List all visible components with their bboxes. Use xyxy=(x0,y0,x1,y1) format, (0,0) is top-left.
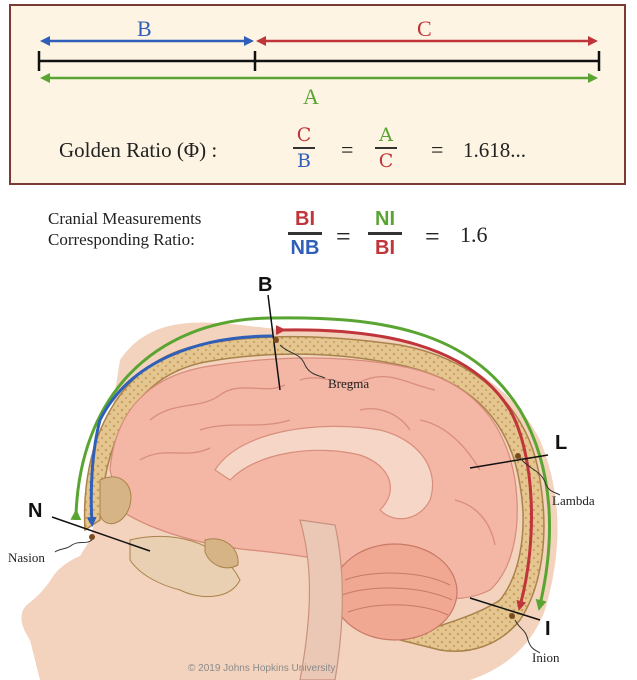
bregma-point xyxy=(273,337,279,343)
label-nasion: Nasion xyxy=(8,550,45,565)
equals-sign-2: = xyxy=(431,137,444,162)
cranial-equals-1: = xyxy=(336,222,351,251)
frac1-denominator: B xyxy=(297,150,311,172)
nasion-leader xyxy=(54,539,93,553)
frac2-bar xyxy=(375,147,397,149)
blue-arc xyxy=(86,334,274,527)
cr-frac1-denominator: NB xyxy=(290,237,320,259)
fraction-a-over-c: A C xyxy=(375,124,397,172)
lambda-point xyxy=(515,453,521,459)
cr-frac2-denominator: BI xyxy=(375,237,395,259)
cr-frac1-bar xyxy=(288,232,322,235)
inion-point xyxy=(509,613,515,619)
golden-ratio-value: 1.618... xyxy=(463,138,526,162)
fraction-ni-over-bi: NI BI xyxy=(368,207,402,260)
nasion-point xyxy=(89,534,95,540)
cranial-equals-2: = xyxy=(425,222,440,251)
segment-diagram xyxy=(37,36,601,83)
frac2-numerator: A xyxy=(379,124,393,146)
n-pointer-line xyxy=(51,516,151,552)
label-bregma: Bregma xyxy=(328,376,370,391)
copyright-notice: © 2019 Johns Hopkins University xyxy=(188,663,336,674)
frac2-denominator: C xyxy=(378,150,394,172)
golden-ratio-title: Golden Ratio (Φ) : xyxy=(59,138,218,162)
label-point-i: I xyxy=(545,618,551,640)
inion-leader xyxy=(514,619,541,654)
label-b: B xyxy=(137,16,152,41)
bregma-leader xyxy=(279,344,326,379)
frac1-bar xyxy=(293,147,315,149)
fraction-bi-over-nb: BI NB xyxy=(288,207,322,260)
fraction-c-over-b: C B xyxy=(293,124,315,172)
l-pointer-line xyxy=(469,454,549,469)
label-point-b: B xyxy=(258,274,273,296)
i-pointer-line xyxy=(469,597,541,621)
frac1-numerator: C xyxy=(296,124,312,146)
label-lambda: Lambda xyxy=(552,493,595,508)
cr-frac1-numerator: BI xyxy=(295,208,315,230)
red-arc xyxy=(275,325,533,611)
lambda-leader xyxy=(519,457,561,496)
equals-sign-1: = xyxy=(341,137,354,162)
cranial-title-line1: Cranial Measurements xyxy=(48,209,202,228)
label-a: A xyxy=(303,84,319,109)
cranial-title: Cranial Measurements Corresponding Ratio… xyxy=(48,208,201,250)
cranial-title-line2: Corresponding Ratio: xyxy=(48,230,195,249)
label-point-n: N xyxy=(28,500,43,522)
cr-frac2-numerator: NI xyxy=(375,208,395,230)
cranial-ratio-value: 1.6 xyxy=(460,222,488,247)
label-inion: Inion xyxy=(532,650,560,665)
label-point-l: L xyxy=(555,432,568,454)
cr-frac2-bar xyxy=(368,232,402,235)
b-pointer-line xyxy=(267,294,281,391)
label-c: C xyxy=(417,16,432,41)
golden-ratio-panel: B C A Golden Ratio (Φ) : C B = A C = 1.6… xyxy=(9,4,626,185)
